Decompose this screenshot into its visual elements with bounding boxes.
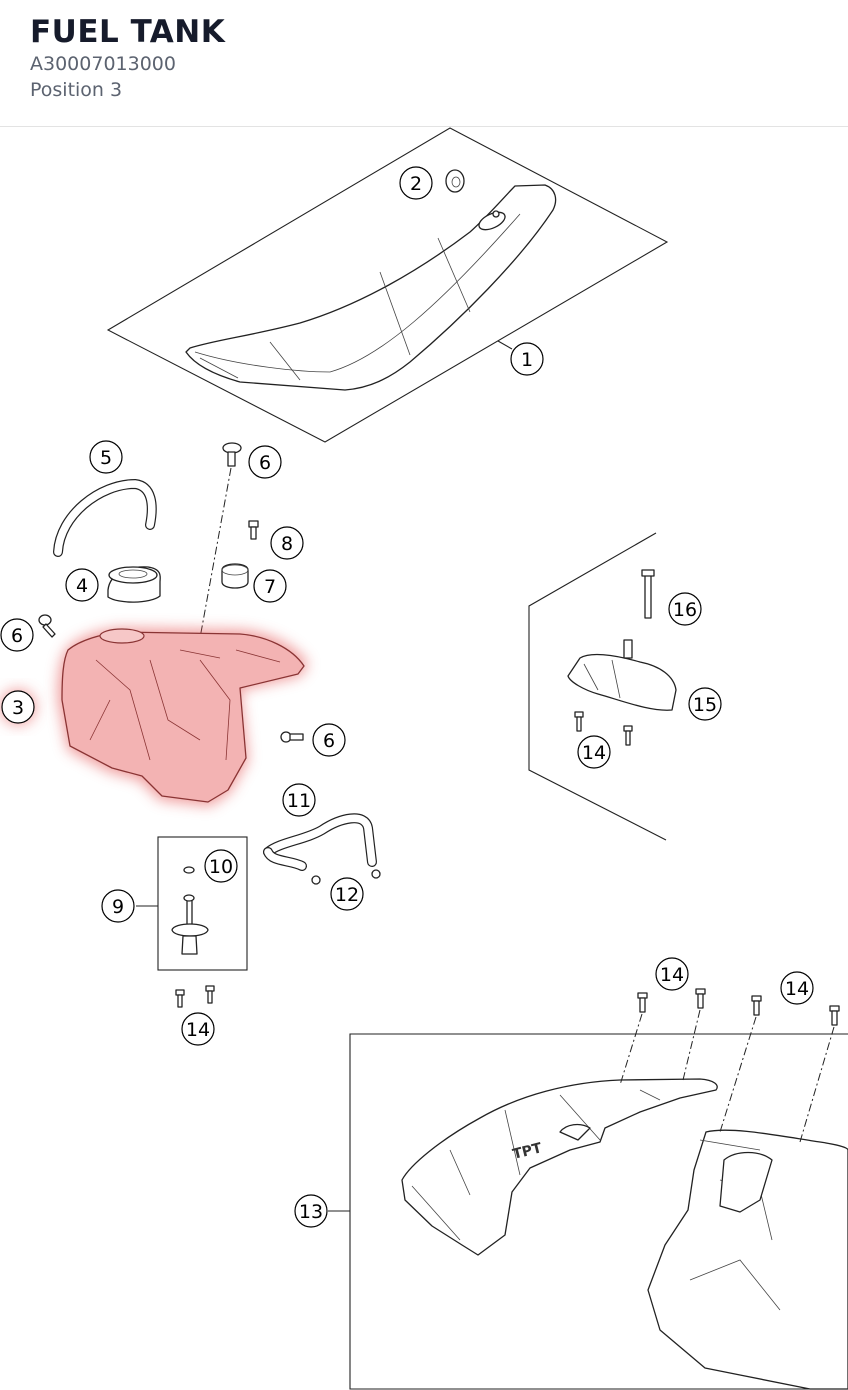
callout-number: 3: [12, 697, 24, 719]
screw-left-6: [38, 614, 56, 638]
vent-hose-11: [263, 813, 377, 871]
tank-body: [61, 631, 305, 803]
callout-number: 1: [521, 349, 533, 371]
screw-right-6: [280, 731, 304, 743]
fuel-tap-group-9: [136, 836, 248, 971]
callout-7[interactable]: 7: [253, 569, 287, 603]
callout-8[interactable]: 8: [270, 526, 304, 560]
callout-5[interactable]: 5: [89, 440, 123, 474]
part-number: A30007013000: [30, 53, 176, 75]
callout-6[interactable]: 6: [248, 445, 282, 479]
page-title: FUEL TANK: [30, 14, 226, 50]
callout-number: 9: [112, 896, 124, 918]
seat-frame: [106, 127, 669, 443]
svg-text:TPT: TPT: [511, 1140, 544, 1163]
callout-14[interactable]: 14: [780, 971, 814, 1005]
callout-number: 4: [76, 575, 88, 597]
callout-number: 13: [299, 1201, 323, 1223]
callout-10[interactable]: 10: [204, 849, 238, 883]
position-label: Position 3: [30, 79, 123, 101]
callout-number: 6: [11, 625, 23, 647]
hose-clamps-12: [311, 869, 381, 885]
callout-12[interactable]: 12: [330, 877, 364, 911]
callout-number: 15: [693, 694, 717, 716]
callout-16[interactable]: 16: [668, 592, 702, 626]
callout-14[interactable]: 14: [577, 735, 611, 769]
cover-group-15: [528, 532, 677, 841]
callout-number: 8: [281, 533, 293, 555]
callout-number: 11: [287, 790, 311, 812]
left-side-panel: [401, 1078, 718, 1256]
page-header: FUEL TANK A30007013000 Position 3: [0, 0, 848, 127]
callout-14[interactable]: 14: [181, 1012, 215, 1046]
seat-bushing: [445, 169, 465, 193]
callout-14[interactable]: 14: [655, 957, 689, 991]
callout-6[interactable]: 6: [312, 723, 346, 757]
screws-bottom-14: [175, 985, 215, 1008]
callout-number: 14: [660, 964, 684, 986]
callout-number: 10: [209, 856, 233, 878]
callout-number: 2: [410, 173, 422, 195]
callout-15[interactable]: 15: [688, 687, 722, 721]
callout-9[interactable]: 9: [101, 889, 135, 923]
callout-number: 6: [323, 730, 335, 752]
side-panels-group-13: TPT: [328, 988, 848, 1390]
callout-number: 5: [100, 447, 112, 469]
callout-1[interactable]: 1: [510, 342, 544, 376]
fuel-hose-5: [53, 478, 157, 557]
callout-number: 14: [785, 978, 809, 1000]
right-side-panel: [647, 1129, 848, 1390]
callout-13[interactable]: 13: [294, 1194, 328, 1228]
callout-number: 6: [259, 452, 271, 474]
callout-number: 7: [264, 576, 276, 598]
callout-number: 14: [186, 1019, 210, 1041]
callout-number: 12: [335, 884, 359, 906]
seat-part: [185, 184, 557, 391]
callout-number: 16: [673, 599, 697, 621]
callout-number: 14: [582, 742, 606, 764]
fuel-tank-3-highlight: [58, 628, 308, 806]
callout-6[interactable]: 6: [0, 618, 34, 652]
fuel-cap-4: [107, 566, 161, 603]
seat-group: [106, 127, 669, 443]
callout-11[interactable]: 11: [282, 783, 316, 817]
callout-4[interactable]: 4: [65, 568, 99, 602]
callout-2[interactable]: 2: [399, 166, 433, 200]
callout-3-highlighted[interactable]: 3: [0, 689, 36, 725]
screw-8: [248, 520, 259, 540]
rubber-bush-7: [221, 563, 249, 589]
screw-top-6: [222, 442, 242, 467]
